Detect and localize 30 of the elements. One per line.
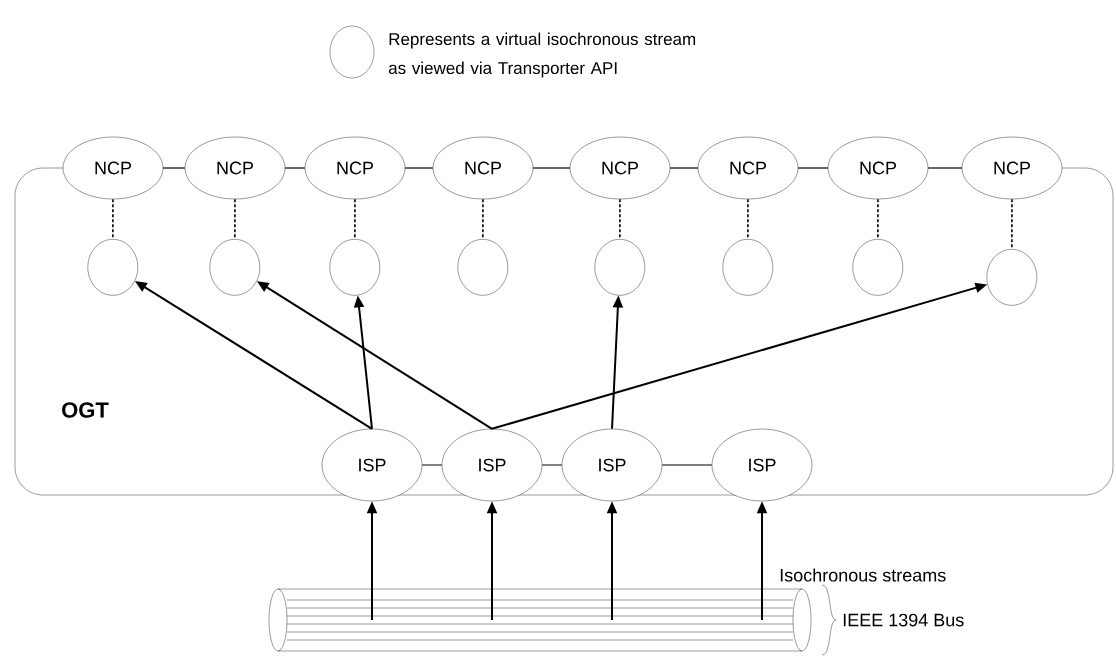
stream-label: Isochronous streams bbox=[780, 568, 946, 582]
stream-circle bbox=[209, 239, 260, 296]
stream-circle bbox=[852, 239, 903, 296]
connector-line bbox=[661, 464, 713, 466]
connector-line bbox=[532, 167, 571, 169]
stream-circle bbox=[457, 239, 508, 296]
connector-line bbox=[669, 167, 699, 169]
connector-line bbox=[421, 464, 443, 466]
connector-line bbox=[541, 464, 563, 466]
stream-circle bbox=[594, 239, 645, 296]
stream-circle bbox=[722, 239, 773, 296]
bus-label: IEEE 1394 Bus bbox=[843, 613, 964, 627]
dashed-line bbox=[482, 198, 484, 240]
connector-line bbox=[404, 167, 434, 169]
dashed-line bbox=[354, 198, 356, 240]
cable-drawing bbox=[268, 588, 812, 652]
stream-circle bbox=[87, 239, 138, 296]
stream-circle bbox=[986, 249, 1037, 306]
connector-line bbox=[162, 167, 186, 169]
connector-line bbox=[927, 167, 963, 169]
dashed-line bbox=[619, 198, 621, 240]
dashed-line bbox=[747, 198, 749, 240]
stream-circle bbox=[329, 239, 380, 296]
connector-line bbox=[797, 167, 829, 169]
legend-text: Represents a virtual isochronous stream as viewed via Transporter API bbox=[388, 32, 696, 78]
dashed-line bbox=[877, 198, 879, 240]
dashed-line bbox=[1011, 198, 1013, 250]
connector-line bbox=[284, 167, 306, 169]
dashed-line bbox=[234, 198, 236, 240]
dashed-line bbox=[112, 198, 114, 240]
